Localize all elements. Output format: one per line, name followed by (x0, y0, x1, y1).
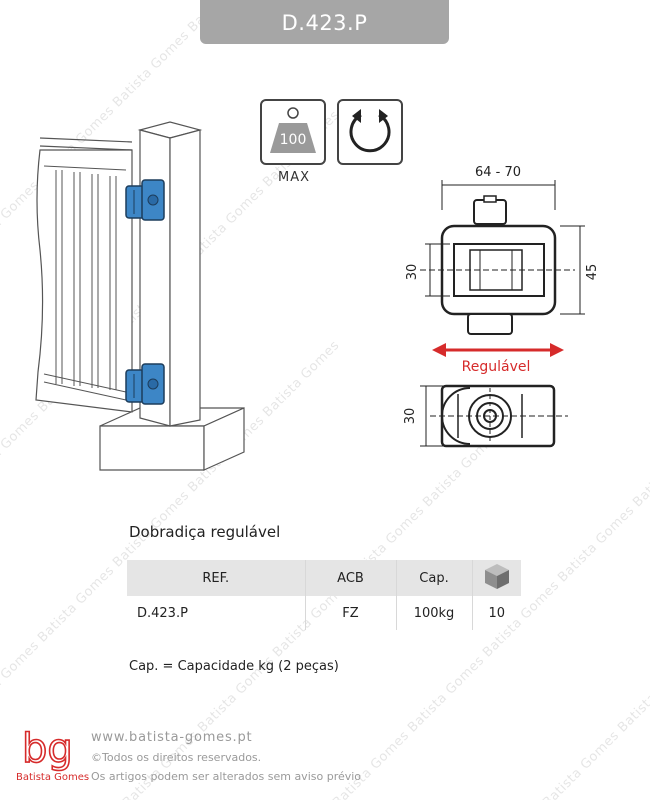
rotation-icon-box (337, 99, 403, 165)
table-row: D.423.P FZ 100kg 10 (127, 596, 521, 630)
brand-logo: bg (16, 724, 86, 784)
adjustable-label: Regulável (462, 359, 531, 375)
dim-depth: 30 (403, 408, 418, 425)
cell-package: 10 (488, 605, 506, 621)
website-link[interactable]: www.batista-gomes.pt (91, 730, 253, 745)
table-header-row: REF. ACB Cap. (127, 560, 521, 596)
header-ref: REF. (127, 560, 306, 596)
header-package (472, 560, 521, 596)
box-icon (484, 564, 509, 589)
hinge-top-view (420, 384, 568, 448)
copyright-symbol: © (91, 751, 102, 764)
gate-panel (35, 137, 133, 413)
bg-logo-icon: bg (21, 725, 73, 773)
weight-value: 100 (280, 132, 307, 148)
dim-height-outer: 45 (585, 264, 600, 281)
dim-height-inner: 30 (405, 264, 420, 281)
adjustable-arrow (432, 343, 564, 357)
cell-acb: FZ (305, 596, 397, 630)
spec-table: REF. ACB Cap. D.423.P FZ 100kg 10 (127, 560, 521, 630)
product-code: D.423.P (281, 11, 368, 35)
header-cap: Cap. (396, 560, 473, 596)
copyright-notice: ©Todos os direitos reservados. (91, 751, 261, 764)
header-acb: ACB (305, 560, 397, 596)
hinge-front-view (420, 180, 585, 335)
hinge-top (125, 179, 165, 221)
hinge-bottom (125, 363, 165, 405)
max-label: MAX (278, 170, 311, 185)
max-weight-icon: 100 (260, 99, 326, 165)
brand-name: Batista Gomes (16, 772, 90, 783)
rotation-icon (349, 109, 391, 153)
logo-letters: bg (22, 726, 73, 772)
product-name: Dobradiça regulável (129, 523, 281, 541)
product-code-tab: D.423.P (200, 0, 449, 44)
technical-illustration: 64 - 70 30 45 Regulável 30 (35, 121, 600, 471)
cell-cap: 100kg (396, 596, 473, 630)
rights-text: Todos os direitos reservados. (102, 751, 262, 764)
disclaimer: Os artigos podem ser alterados sem aviso… (91, 770, 362, 783)
dim-width: 64 - 70 (475, 165, 521, 180)
cell-ref: D.423.P (127, 596, 306, 630)
capacity-note: Cap. = Capacidade kg (2 peças) (129, 659, 339, 674)
weight-icon: 100 (270, 107, 316, 153)
